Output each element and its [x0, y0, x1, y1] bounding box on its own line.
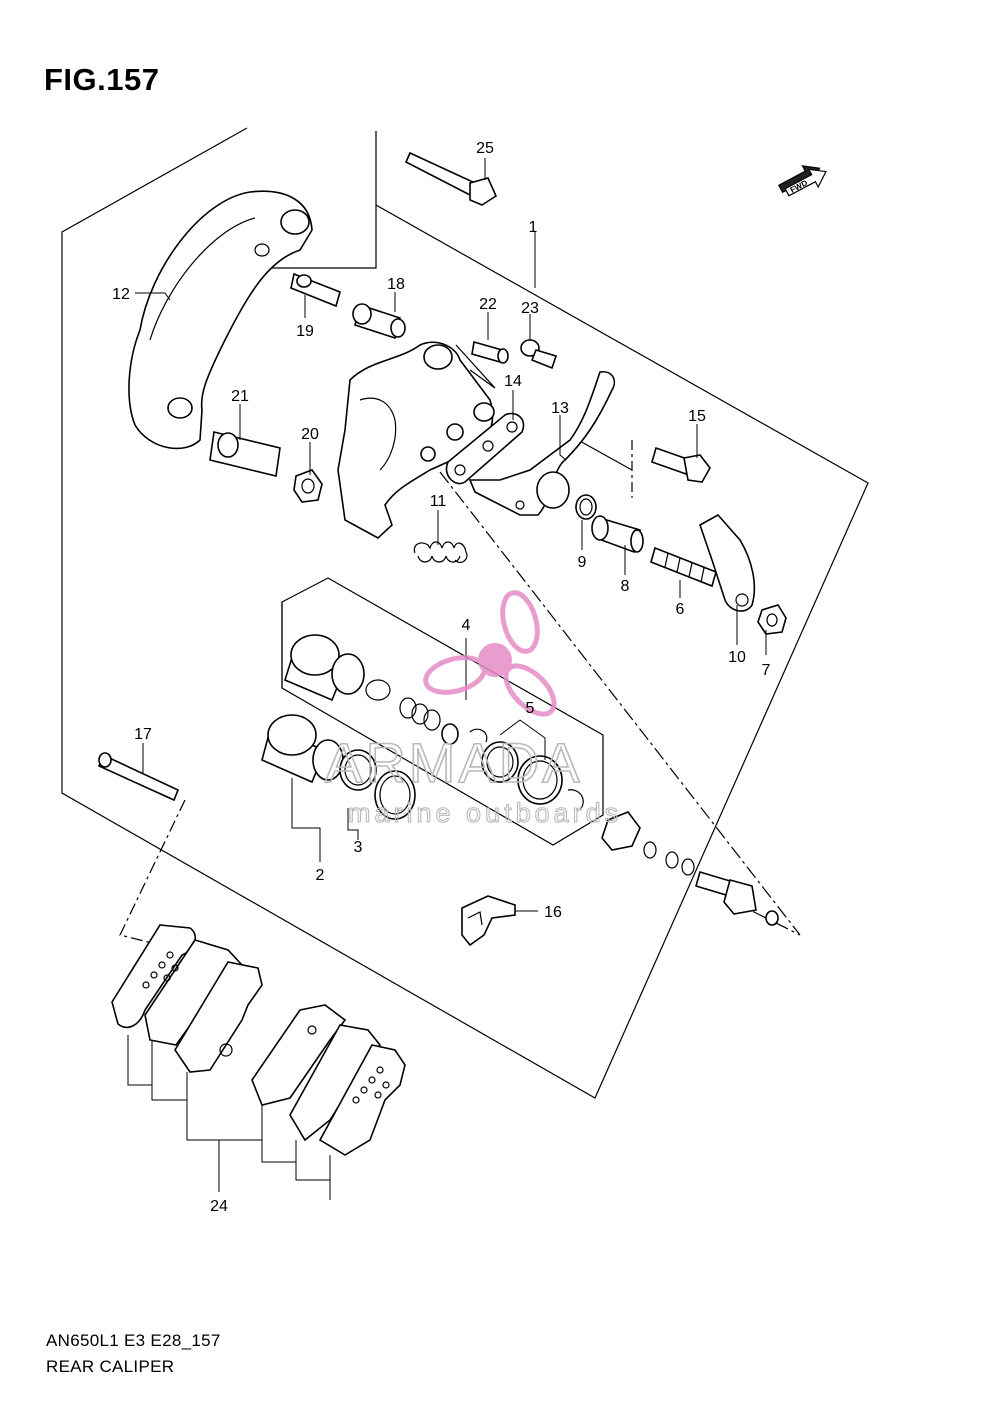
callout-8: 8	[621, 578, 630, 595]
figure-caption: REAR CALIPER	[46, 1357, 175, 1376]
large-piston	[284, 634, 365, 702]
parking-lever	[699, 513, 756, 612]
pad-pin	[97, 752, 180, 802]
piston-seal-set	[339, 749, 416, 820]
propeller-icon	[423, 590, 557, 717]
model-code: AN650L1 E3 E28_157	[46, 1331, 221, 1350]
caliper-body	[337, 341, 496, 539]
pad-clip	[461, 895, 516, 947]
adjuster-sleeve	[591, 515, 644, 554]
lever-nut	[757, 604, 787, 635]
callout-12: 12	[112, 286, 130, 303]
fwd-direction-badge: FWD	[778, 165, 827, 197]
callout-14: 14	[504, 373, 522, 390]
callout-6: 6	[676, 601, 685, 618]
piston-spring	[365, 679, 488, 745]
callout-23: 23	[521, 300, 539, 317]
callout-24: 24	[210, 1198, 228, 1215]
callout-9: 9	[578, 554, 587, 571]
piston-group-box	[281, 577, 604, 846]
lower-stud	[209, 431, 281, 477]
bleeder-cap	[520, 339, 558, 370]
callout-4: 4	[462, 617, 471, 634]
callout-5: 5	[526, 700, 535, 717]
assembly-guide-lines	[119, 439, 801, 946]
callout-15: 15	[688, 408, 706, 425]
lever-bolt	[651, 446, 711, 483]
piston-seals	[481, 741, 584, 811]
brake-pad-set	[111, 924, 406, 1200]
return-spring	[413, 541, 468, 564]
callout-13: 13	[551, 400, 569, 417]
bleeder-valve	[471, 340, 509, 364]
plate-gasket	[445, 412, 525, 485]
assembly-outline	[61, 127, 869, 1099]
long-bolt	[404, 151, 498, 206]
figure-title: FIG.157	[44, 62, 160, 97]
watermark: ARMADA marine outboards	[324, 590, 622, 829]
adjuster-assembly	[601, 811, 779, 926]
callout-11: 11	[430, 493, 447, 510]
callout-16: 16	[544, 904, 562, 921]
callout-1: 1	[529, 219, 538, 236]
watermark-tagline: marine outboards	[348, 798, 622, 828]
lever-bracket	[468, 370, 616, 516]
callout-19: 19	[296, 323, 314, 340]
callout-2: 2	[316, 867, 325, 884]
callout-3: 3	[354, 839, 363, 856]
adjuster-rod	[650, 546, 717, 588]
callout-7: 7	[762, 662, 771, 679]
caliper-pin	[352, 303, 406, 340]
small-piston	[261, 714, 344, 784]
callout-22: 22	[479, 296, 497, 313]
callout-18: 18	[387, 276, 405, 293]
callout-17: 17	[134, 726, 152, 743]
leader-lines	[135, 158, 767, 912]
callout-25: 25	[476, 140, 494, 157]
callout-21: 21	[231, 388, 249, 405]
callout-labels: 1 2 3 4 5 6 7 8 9 10 11 12 13 14 15 16 1…	[112, 140, 770, 1215]
caliper-bracket	[128, 190, 313, 450]
watermark-brand: ARMADA	[325, 731, 583, 794]
callout-10: 10	[728, 649, 746, 666]
bracket-stud	[290, 272, 341, 308]
o-ring-9	[575, 494, 597, 520]
callout-20: 20	[301, 426, 319, 443]
lower-nut	[293, 469, 323, 503]
